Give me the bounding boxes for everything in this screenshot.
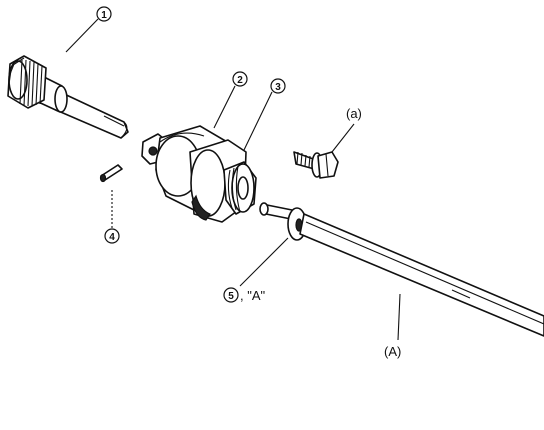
- callout-2: 2: [232, 71, 248, 87]
- callout-5: 5 , "A": [223, 287, 266, 303]
- leader-A: [397, 293, 401, 341]
- callout-3-text: 3: [275, 82, 281, 93]
- shaft-highlight: [305, 221, 544, 325]
- knob-shaft-part-1: [7, 18, 129, 139]
- shaft-tip: [120, 121, 128, 139]
- washer-part-5: [239, 202, 307, 287]
- thread-lines: [227, 165, 241, 213]
- callout-1-circle: [96, 6, 112, 22]
- long-shaft-body: [299, 213, 544, 337]
- pin-part-4: [99, 164, 123, 228]
- shaft-flat-line: [103, 115, 125, 127]
- callout-2-circle: [232, 71, 248, 87]
- callout-1: 1: [96, 6, 112, 22]
- stub-end: [259, 202, 269, 216]
- bolt-hex-head: [317, 151, 339, 179]
- leader-5: [239, 237, 289, 287]
- label-a-upper: (A): [384, 344, 401, 359]
- housing-parts-2-3: [141, 85, 273, 223]
- bolt-threads: [296, 151, 311, 168]
- leader-1: [65, 18, 99, 53]
- callout-4: 4: [104, 228, 120, 244]
- label-a-lower: (a): [346, 106, 362, 121]
- callout-5-text: 5: [228, 291, 234, 302]
- pin-end: [99, 173, 107, 183]
- callout-2-text: 2: [237, 75, 243, 86]
- boss-bore: [237, 176, 249, 200]
- leader-2: [213, 85, 236, 129]
- callout-3-circle: [270, 78, 286, 94]
- leader-a: [331, 123, 355, 153]
- callout-4-circle: [104, 228, 120, 244]
- leader-3: [243, 91, 273, 151]
- knob-face: [8, 60, 28, 100]
- callout-3: 3: [270, 78, 286, 94]
- callout-5-quote-label: , "A": [240, 288, 266, 303]
- collar-face: [54, 85, 68, 113]
- housing-rim: [159, 132, 205, 143]
- bolt-part-a: [293, 123, 355, 179]
- shaft-step-mark: [451, 289, 471, 299]
- knurl-lines: [8, 57, 43, 107]
- callout-4-text: 4: [109, 232, 115, 243]
- callout-1-text: 1: [101, 10, 107, 21]
- hex-edge: [325, 153, 329, 177]
- callout-5-circle: [223, 287, 239, 303]
- long-shaft-part-A: [299, 213, 544, 341]
- lug-hole: [148, 146, 158, 156]
- flange-shadow: [191, 194, 211, 221]
